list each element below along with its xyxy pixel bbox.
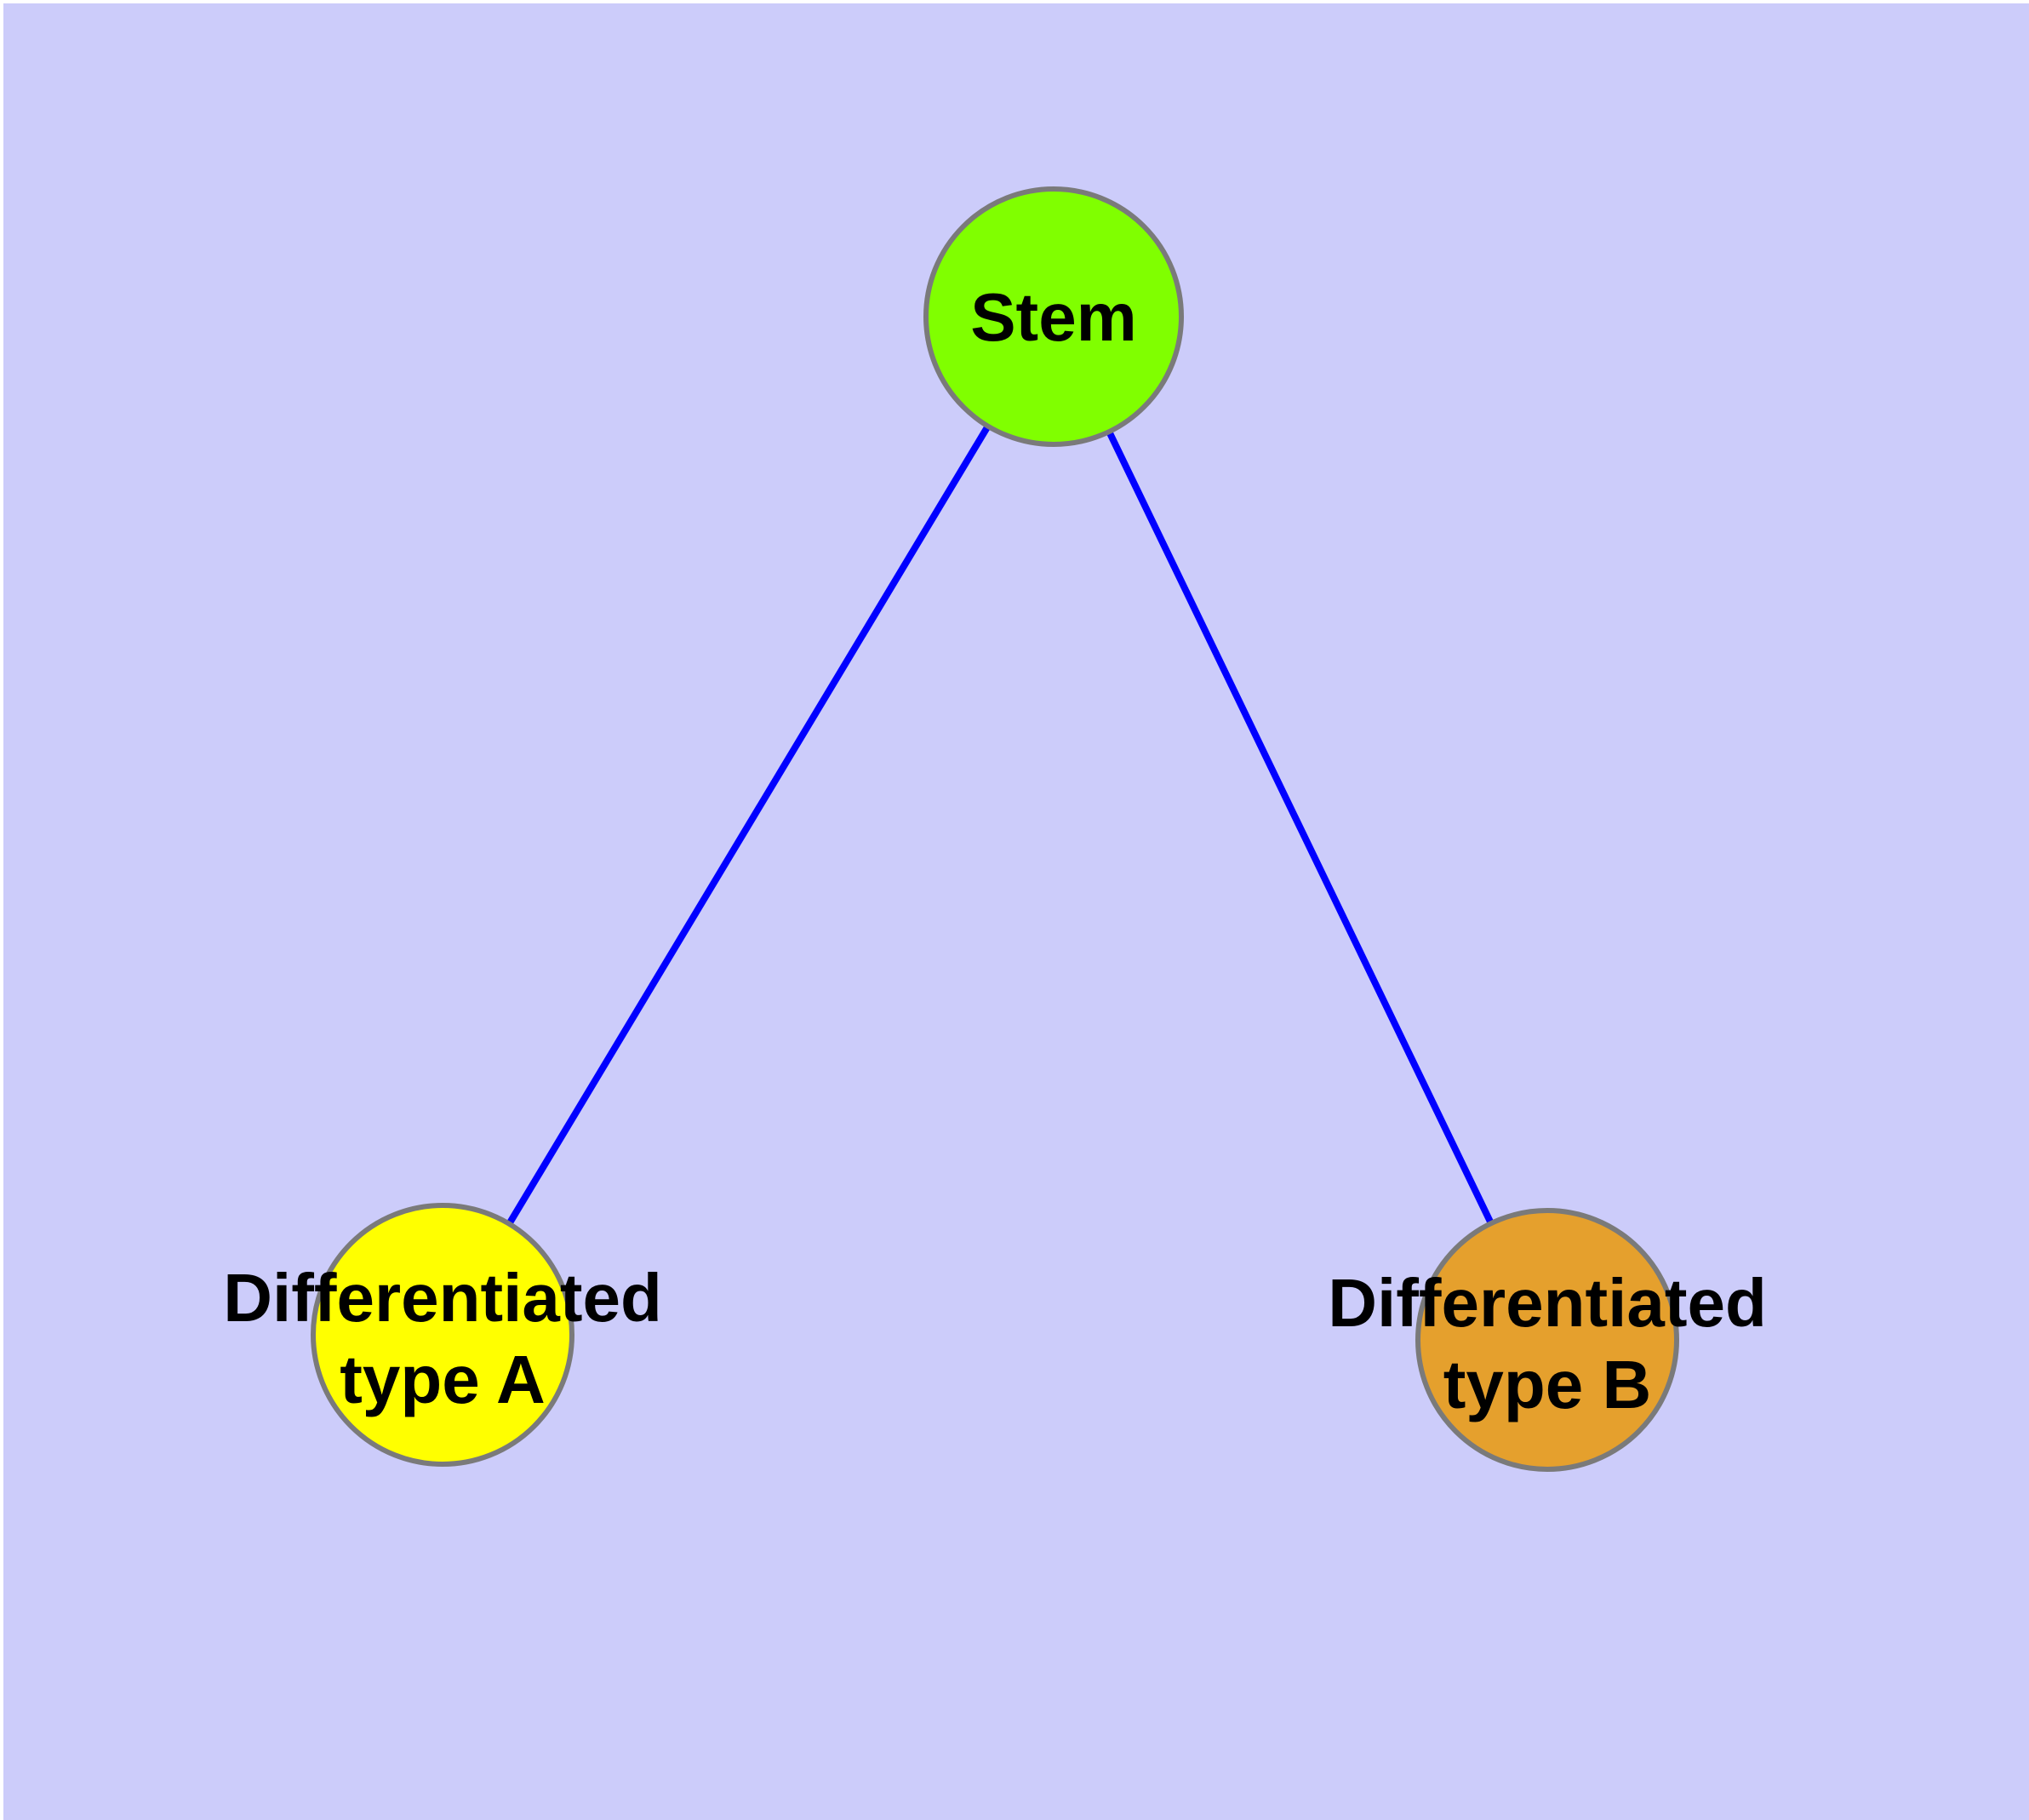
node-layer bbox=[311, 186, 1679, 1472]
node-differentiated-type-b-circle[interactable] bbox=[1415, 1208, 1679, 1472]
node-differentiated-type-a-label-line2: type A bbox=[340, 1342, 546, 1417]
node-differentiated-type-a-circle[interactable] bbox=[311, 1203, 574, 1467]
edge-layer bbox=[439, 314, 1551, 1342]
node-differentiated-type-a-label-line1: Differentiated bbox=[223, 1260, 662, 1336]
node-stem-label: Stem bbox=[970, 279, 1137, 355]
node-differentiated-type-b-label-line1: Differentiated bbox=[1328, 1265, 1767, 1341]
edge-stem-to-differentiated-type-b[interactable] bbox=[1050, 315, 1551, 1342]
node-label-layer: Stem Differentiated type A Differentiate… bbox=[223, 279, 1767, 1422]
edge-stem-to-differentiated-type-a[interactable] bbox=[439, 314, 1057, 1337]
node-differentiated-type-b-label-line2: type B bbox=[1443, 1347, 1652, 1422]
node-stem-circle[interactable] bbox=[923, 186, 1184, 447]
